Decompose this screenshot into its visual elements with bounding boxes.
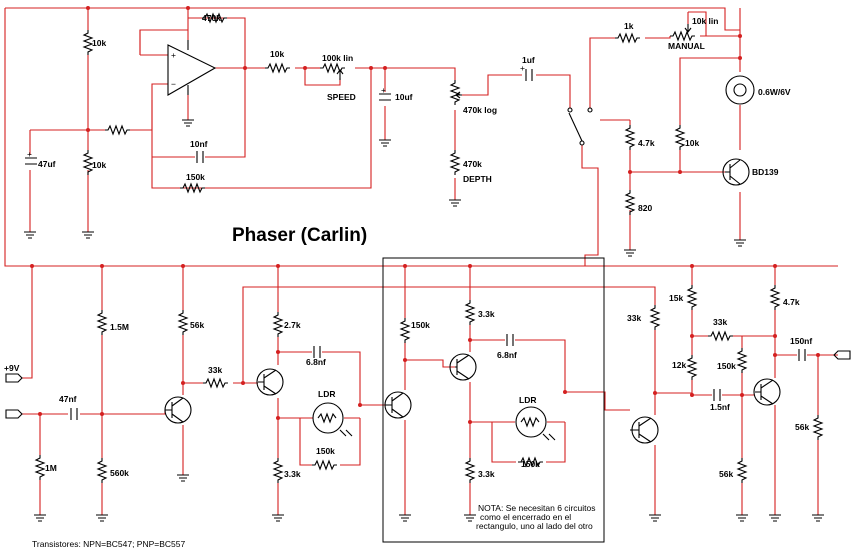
label-c-47uf: 47uf [38,159,56,169]
label-c-150nf: 150nf [790,336,812,346]
label-supply: +9V [4,363,20,373]
label-speed: SPEED [327,92,356,102]
label-r-1k: 1k [624,21,634,31]
label-r-4k7-lamp: 4.7k [638,138,655,148]
label-pot-depth: 470k log [463,105,497,115]
label-r-470k-depth: 470k [463,159,482,169]
label-r-56k-b: 56k [719,469,733,479]
transistor-legend: Transistores: NPN=BC547; PNP=BC557 [32,539,185,549]
note-line-2: como el encerrado en el [480,512,571,522]
label-r-150k-d: 150k [717,361,736,371]
label-r-15k: 15k [669,293,683,303]
op-amp: + − [167,40,217,96]
label-c-10nf: 10nf [190,139,208,149]
svg-text:+: + [520,63,525,73]
note-line-3: rectangulo, uno al lado del otro [476,521,593,531]
capacitors: + + + [25,63,806,420]
label-r-470k-feedback: 470k [202,13,221,23]
label-r-2k7: 2.7k [284,320,301,330]
svg-text:−: − [171,79,176,89]
label-r-150k-top: 150k [186,172,205,182]
label-c-10uf: 10uf [395,92,413,102]
io-terminals [5,350,851,419]
label-lamp: 0.6W/6V [758,87,791,97]
component-labels: 10k 10k 47uf 470k 10k 100k lin SPEED 10n… [4,13,812,549]
transistors [164,158,781,444]
label-q-bd139: BD139 [752,167,779,177]
label-c-6n8-b: 6.8nf [497,350,517,360]
label-r-820: 820 [638,203,652,213]
label-r-1m: 1M [45,463,57,473]
label-r-56k-c: 56k [795,422,809,432]
label-r-4k7-out: 4.7k [783,297,800,307]
label-ldr-a: LDR [318,389,335,399]
label-r-1m5: 1.5M [110,322,129,332]
label-c-1uf: 1uf [522,55,535,65]
wires [4,7,838,515]
label-r-10k-out: 10k [270,49,284,59]
potentiometers [319,24,696,106]
ldrs [312,402,556,441]
junction-dots [30,6,820,424]
label-r-560k: 560k [110,468,129,478]
svg-text:+: + [381,85,386,95]
lamp [725,75,755,105]
label-pot-manual: 10k lin [692,16,718,26]
label-r-33k-b: 33k [627,313,641,323]
svg-text:+: + [171,50,176,60]
label-r-56k-a: 56k [190,320,204,330]
note-line-1: NOTA: Se necesitan 6 circuitos [478,503,595,513]
label-r-150k-b: 150k [411,320,430,330]
label-c-47nf: 47nf [59,394,77,404]
label-r-33k-a: 33k [208,365,222,375]
label-r-12k: 12k [672,360,686,370]
label-r-10k-bottom: 10k [92,160,106,170]
label-r-3k3-b-top: 3.3k [478,309,495,319]
label-ldr-b: LDR [519,395,536,405]
label-r-3k3-b-bottom: 3.3k [478,469,495,479]
switch [567,107,593,146]
label-r-10k-top: 10k [92,38,106,48]
svg-text:+: + [27,149,32,159]
label-r-150k-c: 150k [521,459,540,469]
repeat-stage-box [382,257,605,543]
label-r-150k-a: 150k [316,446,335,456]
label-manual: MANUAL [668,41,705,51]
label-r-10k-base: 10k [685,138,699,148]
diagram-title: Phaser (Carlin) [232,225,367,246]
label-r-33k-c: 33k [713,317,727,327]
label-pot-speed-value: 100k lin [322,53,353,63]
label-r-3k3-a: 3.3k [284,469,301,479]
label-c-6n8-a: 6.8nf [306,357,326,367]
label-depth: DEPTH [463,174,492,184]
label-c-1n5: 1.5nf [710,402,730,412]
